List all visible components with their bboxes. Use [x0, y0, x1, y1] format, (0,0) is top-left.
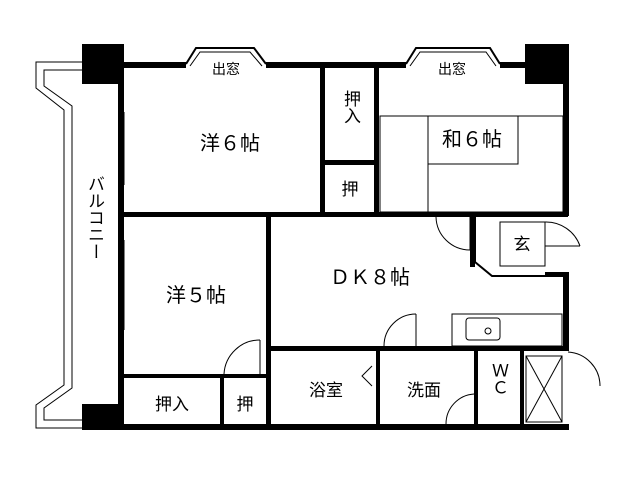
bath-door-mark	[361, 365, 373, 387]
room-western-6: 洋６帖	[200, 131, 260, 155]
room-closet-upper: 押入	[340, 90, 361, 124]
bay-window-left	[185, 47, 267, 67]
tatami-border	[379, 115, 564, 213]
room-bathroom: 浴室	[309, 381, 343, 401]
room-wc: ＷＣ	[488, 362, 509, 396]
bay-window-right-label: 出窓	[438, 61, 466, 78]
bay-window-right	[405, 47, 501, 67]
room-dk-8: ＤＫ８帖	[330, 265, 410, 289]
room-closet-small: 押	[342, 180, 359, 200]
room-closet-lower-small: 押	[237, 395, 254, 415]
balcony-label: バルコニー	[84, 175, 104, 260]
windows	[120, 100, 567, 330]
room-western-5: 洋５帖	[166, 283, 226, 307]
room-japanese-6: 和６帖	[442, 127, 502, 151]
room-entrance: 玄	[514, 235, 531, 255]
bay-window-left-label: 出窓	[212, 61, 240, 78]
room-washroom: 洗面	[407, 381, 441, 401]
balcony	[35, 61, 82, 429]
interior-walls	[124, 66, 569, 430]
doors	[223, 216, 601, 425]
kitchen-counter	[451, 313, 563, 347]
room-closet-lower: 押入	[155, 395, 189, 415]
utility-shaft	[525, 355, 563, 423]
entrance-area	[474, 217, 581, 277]
